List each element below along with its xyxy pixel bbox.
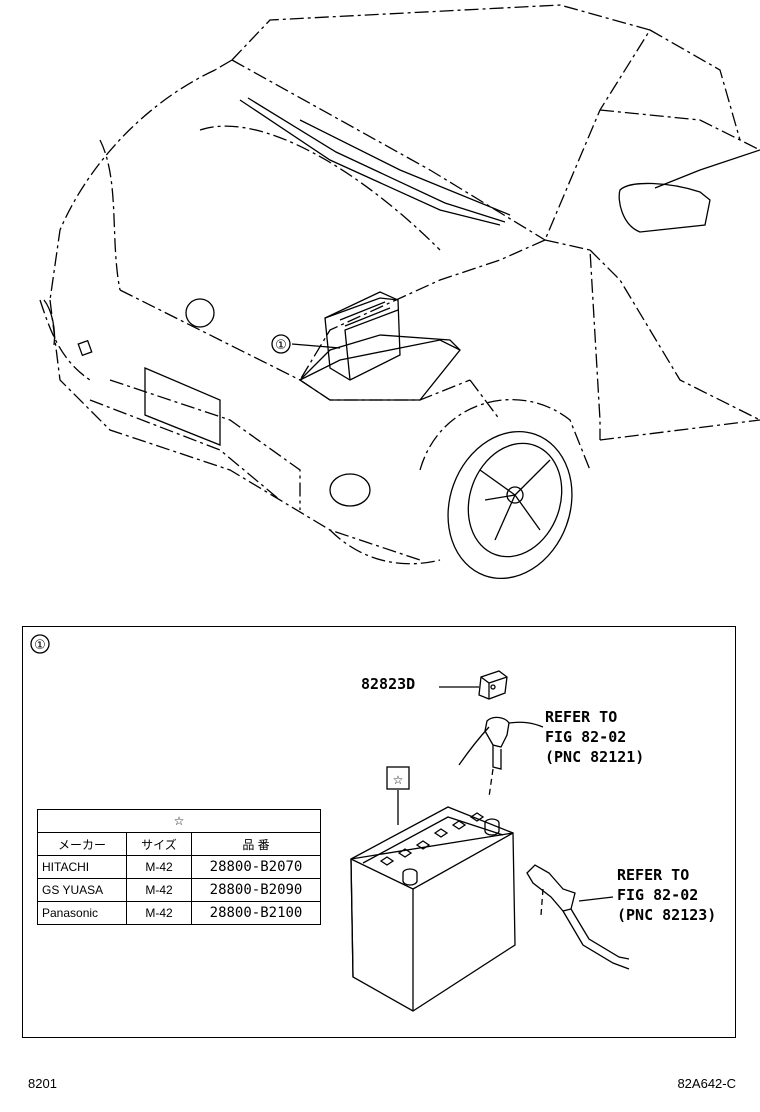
header-part-number: 品 番 xyxy=(191,832,321,856)
table-row: GS YUASA M-42 28800-B2090 xyxy=(37,878,321,902)
car-solid-parts xyxy=(43,97,760,580)
refer-1-line2: FIG 82-02 xyxy=(545,728,627,746)
refer-note-negative-cable: REFER TO FIG 82-02 (PNC 82123) xyxy=(617,865,716,925)
car-front-illustration: ① xyxy=(39,4,760,580)
battery-detail-drawing: ① xyxy=(30,634,630,1012)
car-body-outline xyxy=(39,4,760,565)
callout-number: ① xyxy=(275,338,287,353)
spec-star-header: ☆ xyxy=(37,809,321,833)
terminal-cover-part xyxy=(439,670,508,700)
cell-size: M-42 xyxy=(126,855,192,879)
table-row: HITACHI M-42 28800-B2070 xyxy=(37,855,321,879)
callout-circle xyxy=(271,334,291,354)
table-row: Panasonic M-42 28800-B2100 xyxy=(37,901,321,925)
cell-part-number: 28800-B2100 xyxy=(191,901,321,925)
cell-part-number: 28800-B2070 xyxy=(191,855,321,879)
refer-2-line2: FIG 82-02 xyxy=(617,886,699,904)
cell-maker: GS YUASA xyxy=(37,878,127,902)
detail-panel: ① xyxy=(22,626,736,1038)
spec-table-header-row: メーカー サイズ 品 番 xyxy=(37,832,321,856)
footer-figure-number: 8201 xyxy=(28,1076,57,1091)
detail-number: ① xyxy=(34,638,46,653)
refer-1-line1: REFER TO xyxy=(545,708,618,726)
battery-spec-table: ☆ メーカー サイズ 品 番 HITACHI M-42 28800-B2070 … xyxy=(37,809,321,925)
negative-terminal-cable xyxy=(526,864,630,970)
header-size: サイズ xyxy=(126,832,192,856)
star-marker-box xyxy=(386,766,410,790)
terminal-cover-part-number: 82823D xyxy=(361,675,416,693)
refer-2-line1: REFER TO xyxy=(617,866,690,884)
detail-number-circle xyxy=(30,634,50,654)
positive-terminal-clamp xyxy=(458,716,544,798)
footer-illustration-code: 82A642-C xyxy=(677,1076,736,1091)
refer-note-positive-cable: REFER TO FIG 82-02 (PNC 82121) xyxy=(545,707,644,767)
star-marker: ☆ xyxy=(393,773,404,787)
cell-size: M-42 xyxy=(126,901,192,925)
spec-table-star-row: ☆ xyxy=(37,809,321,833)
header-maker: メーカー xyxy=(37,832,127,856)
battery-body xyxy=(350,790,516,1012)
cell-size: M-42 xyxy=(126,878,192,902)
cell-maker: HITACHI xyxy=(37,855,127,879)
cell-maker: Panasonic xyxy=(37,901,127,925)
cell-part-number: 28800-B2090 xyxy=(191,878,321,902)
refer-2-line3: (PNC 82123) xyxy=(617,906,717,924)
refer-1-line3: (PNC 82121) xyxy=(545,748,645,766)
